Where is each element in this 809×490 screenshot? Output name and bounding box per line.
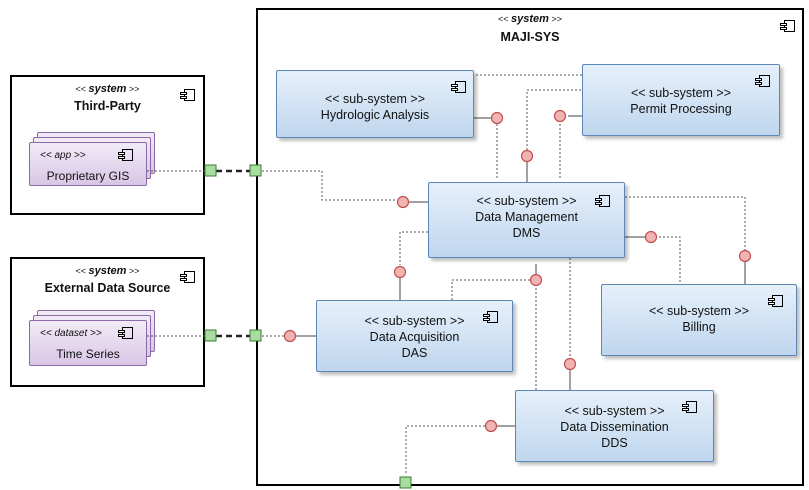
dms-name: Data Management xyxy=(475,210,578,224)
component-icon xyxy=(755,75,770,87)
dms-abbr: DMS xyxy=(512,226,541,240)
proprietary-gis-artifact: << app >> Proprietary GIS xyxy=(29,142,147,186)
component-icon xyxy=(118,327,133,339)
permit-stereotype: << sub-system >> xyxy=(630,86,732,100)
proprietary-gis-label: Proprietary GIS xyxy=(46,169,130,183)
billing-stereotype: << sub-system >> xyxy=(648,304,750,318)
permit-processing-subsystem: << sub-system >> Permit Processing xyxy=(582,64,780,136)
third-party-stereotype: << system >> xyxy=(75,83,140,95)
component-icon xyxy=(451,81,466,93)
component-icon xyxy=(768,295,783,307)
third-party-title: Third-Party xyxy=(74,99,141,113)
component-icon xyxy=(780,20,795,32)
maji-sys-stereotype: << system >> xyxy=(498,13,562,25)
external-title: External Data Source xyxy=(44,281,171,295)
dataset-stereotype: << dataset >> xyxy=(40,328,102,339)
data-acquisition-subsystem: << sub-system >> Data Acquisition DAS xyxy=(316,300,513,372)
dds-stereotype: << sub-system >> xyxy=(564,404,665,418)
component-icon xyxy=(595,195,610,207)
dds-name: Data Dissemination xyxy=(560,420,669,434)
das-stereotype: << sub-system >> xyxy=(364,314,465,328)
hydro-stereotype: << sub-system >> xyxy=(324,92,426,106)
component-icon xyxy=(483,311,498,323)
app-stereotype: << app >> xyxy=(40,150,86,161)
time-series-artifact: << dataset >> Time Series xyxy=(29,320,147,366)
time-series-label: Time Series xyxy=(56,347,120,361)
data-management-subsystem: << sub-system >> Data Management DMS xyxy=(428,182,625,258)
hydrologic-analysis-subsystem: << sub-system >> Hydrologic Analysis xyxy=(276,70,474,138)
maji-sys-title: MAJI-SYS xyxy=(500,30,560,44)
hydro-name: Hydrologic Analysis xyxy=(320,108,430,122)
das-name: Data Acquisition xyxy=(369,330,460,344)
component-icon xyxy=(682,401,697,413)
permit-name: Permit Processing xyxy=(630,102,732,116)
external-stereotype: << system >> xyxy=(75,265,140,277)
data-dissemination-subsystem: << sub-system >> Data Dissemination DDS xyxy=(515,390,714,462)
billing-name: Billing xyxy=(682,320,716,334)
das-abbr: DAS xyxy=(401,346,428,360)
dms-stereotype: << sub-system >> xyxy=(476,194,577,208)
component-icon xyxy=(180,271,195,283)
dds-abbr: DDS xyxy=(601,436,628,450)
component-icon xyxy=(180,89,195,101)
billing-subsystem: << sub-system >> Billing xyxy=(601,284,797,356)
component-icon xyxy=(118,149,133,161)
